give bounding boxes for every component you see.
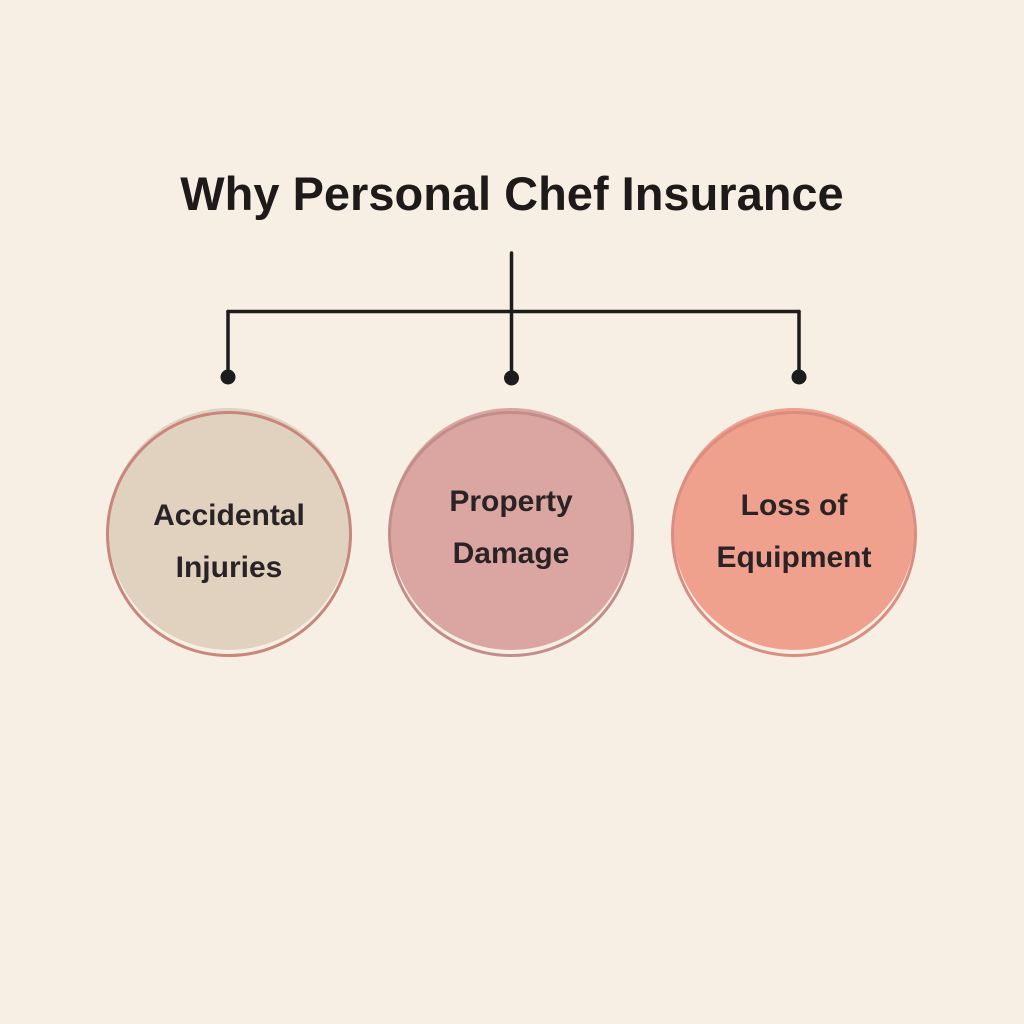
node-label-line: Injuries (175, 551, 283, 584)
node-label-line: Loss of (740, 489, 848, 522)
node-circle-ring (106, 411, 352, 657)
node-label-line: Damage (452, 537, 570, 570)
connector-center-dot (504, 370, 519, 386)
node-loss-of-equipment: Loss of Equipment (670, 408, 920, 664)
node-label-line: Equipment (716, 541, 872, 574)
node-label: Property Damage (390, 407, 632, 649)
page-title: Why Personal Chef Insurance (180, 167, 844, 220)
node-label: Accidental Injuries (108, 421, 350, 663)
node-property-damage: Property Damage (387, 408, 637, 664)
connector-right-dot (791, 369, 807, 385)
node-label-line: Property (449, 485, 573, 518)
node-circle-ring (388, 411, 634, 657)
node-circle-ring (671, 411, 917, 657)
node-accidental-injuries: Accidental Injuries (105, 408, 355, 664)
node-label-line: Accidental (153, 499, 305, 532)
node-label: Loss of Equipment (673, 411, 915, 653)
connector-left-dot (220, 369, 236, 385)
